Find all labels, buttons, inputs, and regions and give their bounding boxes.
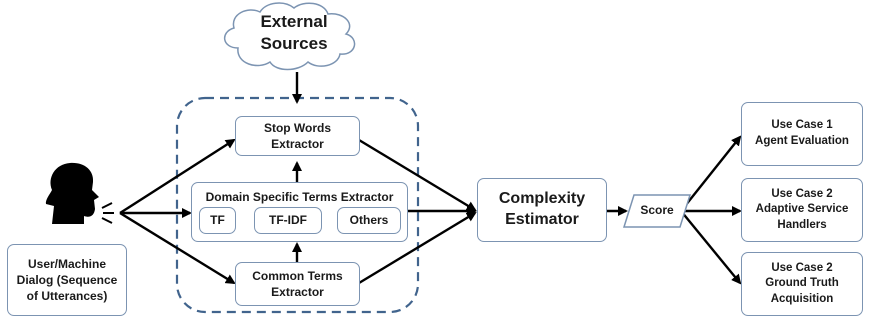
tf-idf-box: TF-IDF [254,207,322,234]
arrow-dialog-to-common [119,211,236,285]
domain-specific-terms-label: Domain Specific Terms Extractor [205,190,394,204]
use-case-2-ground-truth-box: Use Case 2 Ground Truth Acquisition [741,252,863,316]
arrow-score-to-usecase1 [680,135,742,212]
score-shape [622,194,692,228]
external-sources-label: External Sources [260,12,328,54]
use-case-1-box: Use Case 1 Agent Evaluation [741,102,863,166]
complexity-estimator-box: Complexity Estimator [477,178,607,242]
score-label: Score [640,203,674,217]
stop-words-extractor-box: Stop Words Extractor [235,116,360,156]
external-sources-cloud [224,2,356,71]
common-terms-extractor-box: Common Terms Extractor [235,262,360,306]
use-case-2-adaptive-box: Use Case 2 Adaptive Service Handlers [741,178,863,242]
arrow-score-to-usecase2b [680,210,742,285]
speaking-head-icon [45,162,114,224]
user-dialog-box: User/Machine Dialog (Sequence of Utteran… [7,244,127,316]
others-box: Others [337,207,401,234]
arrow-stopwords-to-complexity [358,138,477,212]
arrow-dialog-to-stopwords [119,138,236,215]
tf-box: TF [199,207,236,234]
arrow-common-to-complexity [358,211,477,285]
